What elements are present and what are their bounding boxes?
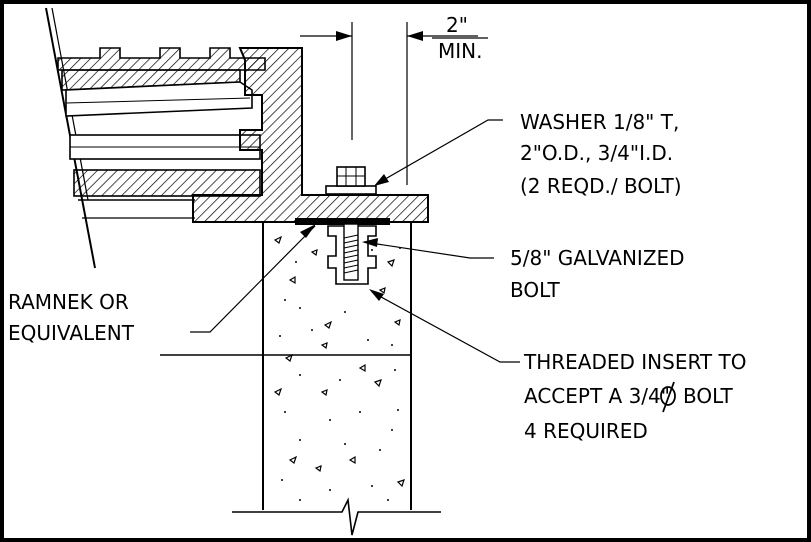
leader-washer	[374, 119, 503, 186]
washer-nut	[325, 166, 377, 195]
insert-callout: THREADED INSERT TO ACCEPT A 3/4" BOLT 4 …	[523, 350, 746, 443]
dimension-note: MIN.	[438, 39, 482, 63]
ramnek-gasket	[295, 218, 390, 225]
grating-assembly	[57, 47, 266, 219]
bolt-callout: 5/8" GALVANIZED BOLT	[510, 246, 685, 302]
washer-line-3: (2 REQD./ BOLT)	[520, 174, 682, 198]
threaded-insert	[327, 223, 377, 285]
ring-bracket	[192, 47, 429, 223]
leader-insert	[369, 289, 520, 363]
washer-callout: WASHER 1/8" T, 2"O.D., 3/4"I.D. (2 REQD.…	[520, 110, 682, 198]
insert-line-2-prefix: ACCEPT A 3/4"	[524, 384, 670, 408]
bolt-line-2: BOLT	[510, 278, 561, 302]
insert-line-2-suffix: BOLT	[683, 384, 734, 408]
washer-line-1: WASHER 1/8" T,	[520, 110, 679, 134]
ramnek-line-2: EQUIVALENT	[8, 321, 135, 345]
bolt-line-1: 5/8" GALVANIZED	[510, 246, 685, 270]
ramnek-callout: RAMNEK OR EQUIVALENT	[8, 290, 135, 345]
insert-line-3: 4 REQUIRED	[524, 419, 648, 443]
dimension-2in-min	[300, 22, 488, 185]
diameter-symbol	[660, 381, 676, 413]
washer-line-2: 2"O.D., 3/4"I.D.	[520, 141, 673, 165]
concrete-pier	[160, 222, 441, 536]
ramnek-line-1: RAMNEK OR	[8, 290, 129, 314]
leader-bolt	[362, 238, 494, 259]
insert-line-1: THREADED INSERT TO	[523, 350, 746, 374]
dimension-value: 2"	[446, 13, 468, 37]
leader-ramnek	[190, 224, 316, 333]
